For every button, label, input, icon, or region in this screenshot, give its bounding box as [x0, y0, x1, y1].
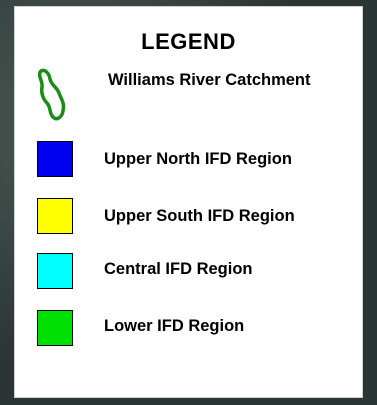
legend-title: LEGEND [141, 29, 236, 54]
legend-item-upper-north: Upper North IFD Region [15, 140, 362, 180]
legend-swatch [37, 198, 73, 234]
legend-swatch [37, 253, 73, 289]
legend-item-lower: Lower IFD Region [15, 309, 362, 349]
legend-item-label: Lower IFD Region [104, 317, 245, 335]
legend-item-label: Upper South IFD Region [104, 207, 295, 225]
legend-item-central: Central IFD Region [15, 252, 362, 292]
legend-item-upper-south: Upper South IFD Region [15, 197, 362, 237]
legend-panel: LEGEND Williams River Catchment Upper No… [14, 6, 363, 398]
legend-item-label: Upper North IFD Region [104, 150, 292, 168]
legend-item-label: Central IFD Region [104, 260, 253, 278]
catchment-label: Williams River Catchment [108, 71, 311, 89]
legend-swatch [37, 310, 73, 346]
catchment-outline-icon [37, 68, 66, 121]
legend-swatch [37, 141, 73, 177]
